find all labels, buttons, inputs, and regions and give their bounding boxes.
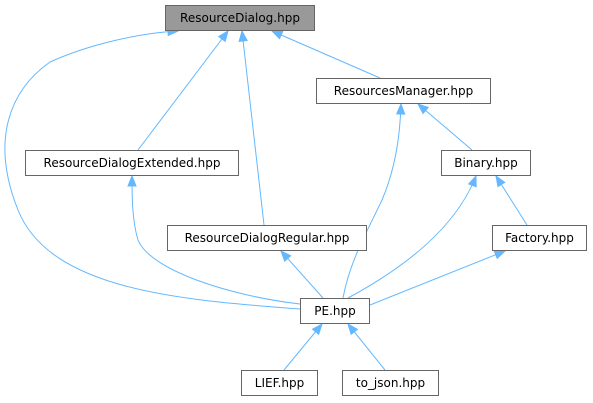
edge-pe-to-factory — [369, 250, 507, 306]
arrowhead — [495, 174, 506, 188]
node-factory[interactable]: Factory.hpp — [492, 225, 587, 251]
edge-line — [417, 103, 473, 151]
node-label: ResourcesManager.hpp — [333, 84, 474, 98]
edge-resources-manager-to-resource-dialog — [270, 30, 381, 79]
arrowhead — [238, 29, 248, 42]
arrowhead — [311, 322, 323, 336]
node-to-json[interactable]: to_json.hpp — [342, 370, 439, 396]
edge-resource-dialog-regular-to-resource-dialog — [238, 29, 265, 226]
edge-line — [131, 175, 301, 305]
arrowhead — [347, 322, 359, 336]
node-label: Binary.hpp — [454, 156, 518, 170]
edge-binary-to-resources-manager — [416, 103, 473, 151]
edge-line — [137, 30, 229, 151]
edge-line — [280, 250, 324, 299]
node-binary[interactable]: Binary.hpp — [441, 150, 531, 176]
node-label: ResourceDialog.hpp — [180, 11, 300, 25]
arrowhead — [217, 29, 229, 43]
node-label: to_json.hpp — [355, 376, 426, 390]
node-lief[interactable]: LIEF.hpp — [241, 370, 318, 396]
edge-line — [369, 250, 506, 306]
node-resource-dialog-extended[interactable]: ResourceDialogExtended.hpp — [25, 150, 239, 176]
node-pe[interactable]: PE.hpp — [300, 298, 370, 324]
edge-pe-to-binary — [347, 174, 477, 299]
node-label: Factory.hpp — [505, 231, 574, 245]
edge-factory-to-binary — [495, 174, 528, 226]
edge-line — [347, 175, 477, 299]
edge-line — [342, 103, 402, 299]
arrowhead — [416, 103, 430, 115]
arrowhead — [467, 174, 477, 188]
edge-line — [241, 30, 265, 226]
arrowhead — [127, 174, 137, 187]
edge-pe-to-resource-dialog-extended — [127, 174, 301, 305]
node-label: LIEF.hpp — [254, 376, 305, 390]
edge-pe-to-resources-manager — [342, 102, 406, 299]
edge-line — [271, 30, 381, 79]
arrowhead — [395, 102, 406, 115]
edge-to-json-to-pe — [347, 322, 386, 371]
edge-pe-to-resource-dialog-regular — [280, 249, 324, 299]
node-label: PE.hpp — [314, 304, 356, 318]
edge-lief-to-pe — [283, 322, 323, 371]
arrowhead — [280, 249, 292, 262]
node-resource-dialog-regular[interactable]: ResourceDialogRegular.hpp — [167, 225, 367, 251]
node-resources-manager[interactable]: ResourcesManager.hpp — [316, 78, 491, 104]
edge-resource-dialog-extended-to-resource-dialog — [137, 29, 229, 151]
arrowhead — [493, 250, 507, 260]
edge-line — [4, 30, 301, 310]
node-label: ResourceDialogRegular.hpp — [184, 231, 350, 245]
arrowhead — [270, 30, 284, 40]
node-label: ResourceDialogExtended.hpp — [43, 156, 221, 170]
node-resource-dialog[interactable]: ResourceDialog.hpp — [165, 5, 315, 31]
